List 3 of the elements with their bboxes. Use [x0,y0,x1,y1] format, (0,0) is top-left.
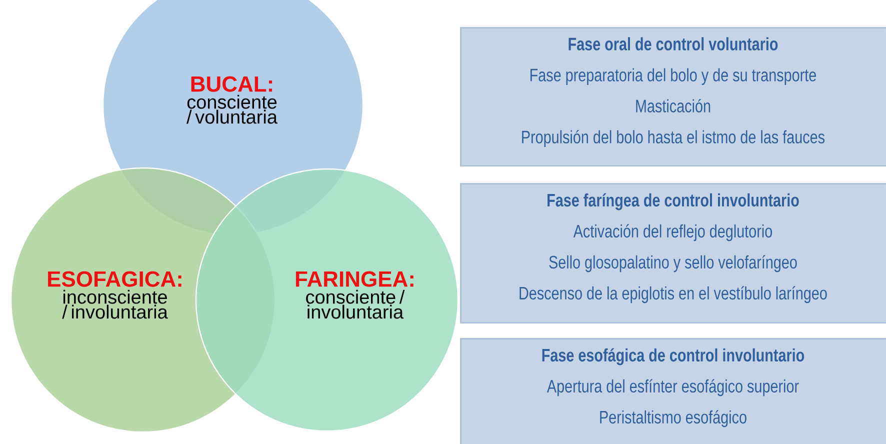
phase-box: Fase oral de control voluntario Fase preparatoria del bolo y de su transporte Masticación Propulsión del bolo hasta el istmo de las fauces [460,27,886,166]
phase-box: Fase esofágica de control involuntario Apertura del esfínter esofágico superior Peristaltismo esofágico [460,338,886,444]
phase-box: Fase faríngea de control involuntario Activación del reflejo deglutorio Sello glosopalatino y sello velofaríngeo Descenso de la epiglotis en el vestíbulo laríngeo [460,183,886,324]
